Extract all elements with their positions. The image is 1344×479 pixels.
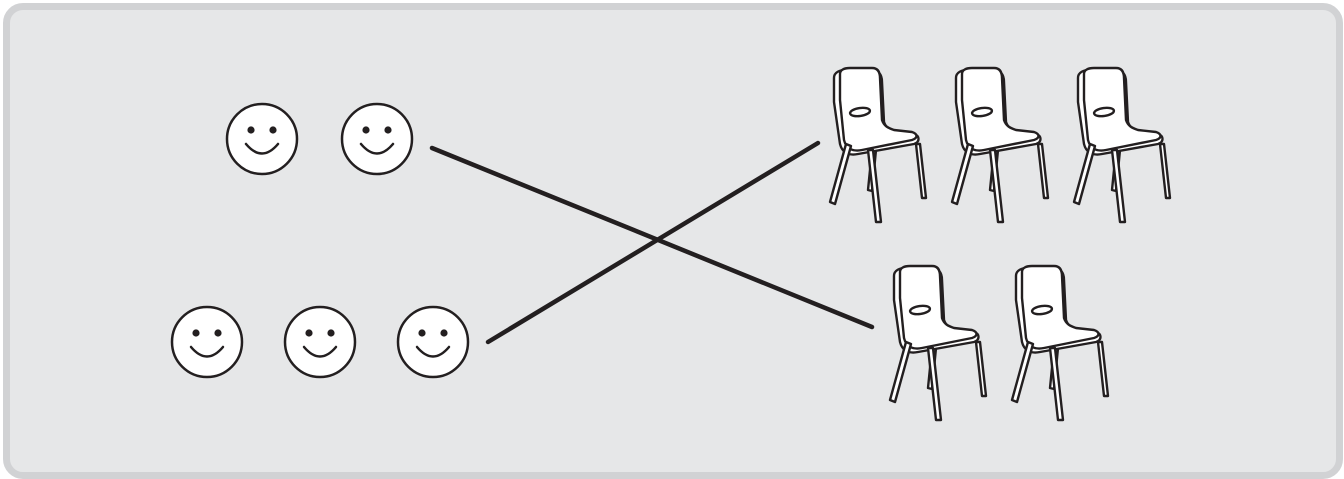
chair-icon xyxy=(828,66,928,224)
chair-icon xyxy=(888,264,988,422)
chair-icon xyxy=(1072,66,1172,224)
faces-top-group xyxy=(225,102,414,176)
connector-line-faces-bottom-to-chairs-top xyxy=(485,140,821,345)
chair-icon xyxy=(950,66,1050,224)
smiley-face-icon xyxy=(170,305,244,379)
chairs-top-group xyxy=(828,66,1172,224)
smiley-face-icon xyxy=(340,102,414,176)
smiley-face-icon xyxy=(225,102,299,176)
smiley-face-icon xyxy=(396,305,470,379)
faces-bottom-group xyxy=(170,305,470,379)
chair-icon xyxy=(1010,264,1110,422)
chairs-bottom-group xyxy=(888,264,1110,422)
smiley-face-icon xyxy=(283,305,357,379)
connector-line-faces-top-to-chairs-bottom xyxy=(429,145,875,330)
